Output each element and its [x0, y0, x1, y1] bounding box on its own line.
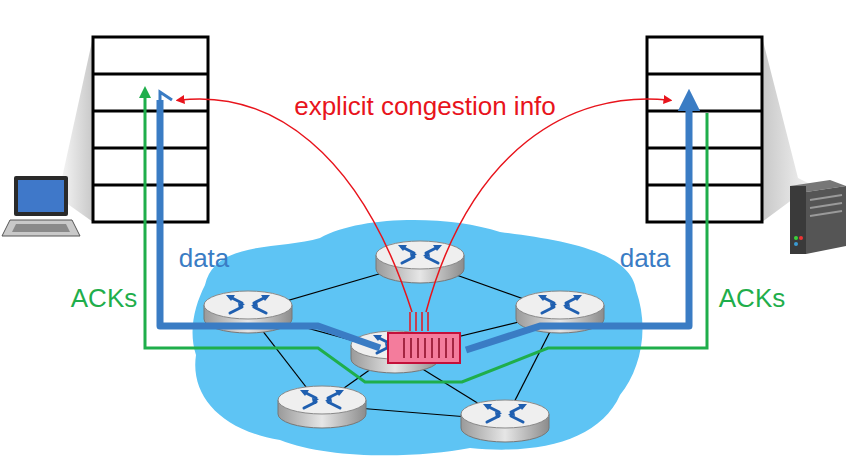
- router-queue: [388, 312, 460, 363]
- protocol-stack: [647, 37, 762, 222]
- laptop-icon: [2, 176, 80, 236]
- data-path: [466, 100, 689, 350]
- router: [278, 386, 366, 428]
- congestion-signal: [180, 99, 412, 312]
- network-cloud: [193, 220, 643, 455]
- router: [376, 241, 464, 283]
- data-label: data: [620, 245, 671, 271]
- ack-label: ACKs: [719, 285, 785, 311]
- ack-path: [145, 92, 707, 382]
- protocol-stack: [93, 37, 208, 222]
- ack-label: ACKs: [71, 285, 137, 311]
- data-path-start: [160, 92, 172, 100]
- congestion-signal: [426, 99, 668, 312]
- data-label: data: [179, 245, 230, 271]
- router: [461, 400, 549, 442]
- signal-label: explicit congestion info: [294, 93, 556, 119]
- data-path: [160, 100, 380, 348]
- server-icon: [790, 180, 846, 254]
